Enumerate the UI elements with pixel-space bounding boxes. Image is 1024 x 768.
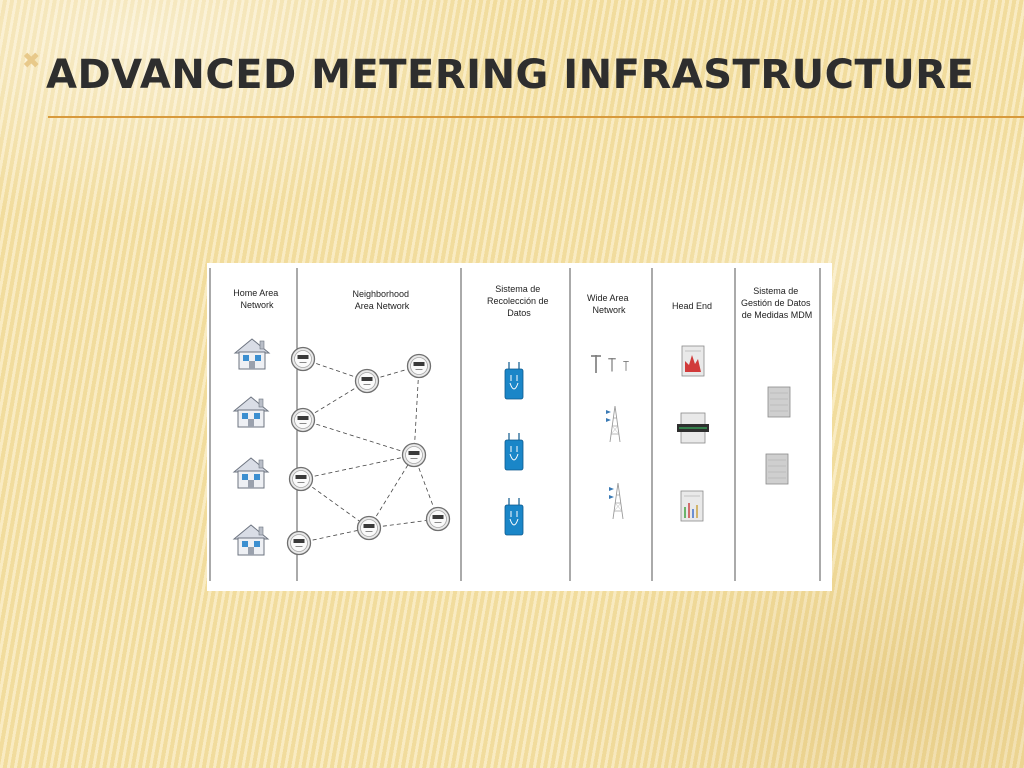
house-icon: [233, 524, 269, 556]
smart-meter-icon: [286, 530, 312, 556]
mesh-link: [302, 419, 415, 456]
head-end-server-icon: [680, 490, 704, 522]
column-label-nan: Neighborhood Area Network: [352, 289, 411, 311]
smart-meter-icon: [425, 506, 451, 532]
smart-meter-icon: [356, 515, 382, 541]
mesh-link: [368, 454, 415, 529]
ami-diagram-canvas: Home Area Network Neighborhood Area Netw…: [209, 268, 821, 581]
column-label-mdm: Sistema de Gestión de Datos de Medidas M…: [741, 286, 813, 320]
ami-diagram: Home Area Network Neighborhood Area Netw…: [207, 263, 832, 591]
title-underline: [48, 116, 1024, 118]
transmission-tower-icon: [605, 405, 621, 443]
smart-meter-icon: [290, 346, 316, 372]
smart-meter-icon: [290, 407, 316, 433]
column-label-headend: Head End: [672, 301, 712, 311]
antenna-icon: [590, 354, 602, 374]
smart-meter-icon: [354, 368, 380, 394]
smart-meter-icon: [401, 442, 427, 468]
antenna-icon: [607, 357, 617, 373]
transmission-tower-icon: [608, 482, 624, 520]
mdm-server-icon: [765, 453, 789, 485]
smart-meter-icon: [406, 353, 432, 379]
mesh-link: [302, 380, 368, 421]
mesh-link: [300, 454, 415, 480]
data-collector-icon: [504, 497, 524, 536]
data-collector-icon: [504, 432, 524, 471]
column-label-han: Home Area Network: [233, 288, 281, 310]
mdm-server-icon: [767, 386, 791, 418]
bullet-icon: ✖: [22, 48, 41, 73]
house-icon: [233, 396, 269, 428]
house-icon: [233, 457, 269, 489]
column-label-wan: Wide Area Network: [587, 293, 631, 315]
head-end-server-icon: [677, 412, 709, 444]
column-label-collector: Sistema de Recolección de Datos: [487, 284, 551, 318]
smart-meter-icon: [288, 466, 314, 492]
house-icon: [234, 338, 270, 370]
head-end-server-icon: [681, 345, 705, 377]
slide-title: ADVANCED METERING INFRASTRUCTURE: [46, 52, 975, 98]
mesh-link: [300, 478, 370, 529]
mesh-link: [413, 365, 420, 456]
data-collector-icon: [504, 361, 524, 400]
antenna-icon: [622, 360, 630, 372]
